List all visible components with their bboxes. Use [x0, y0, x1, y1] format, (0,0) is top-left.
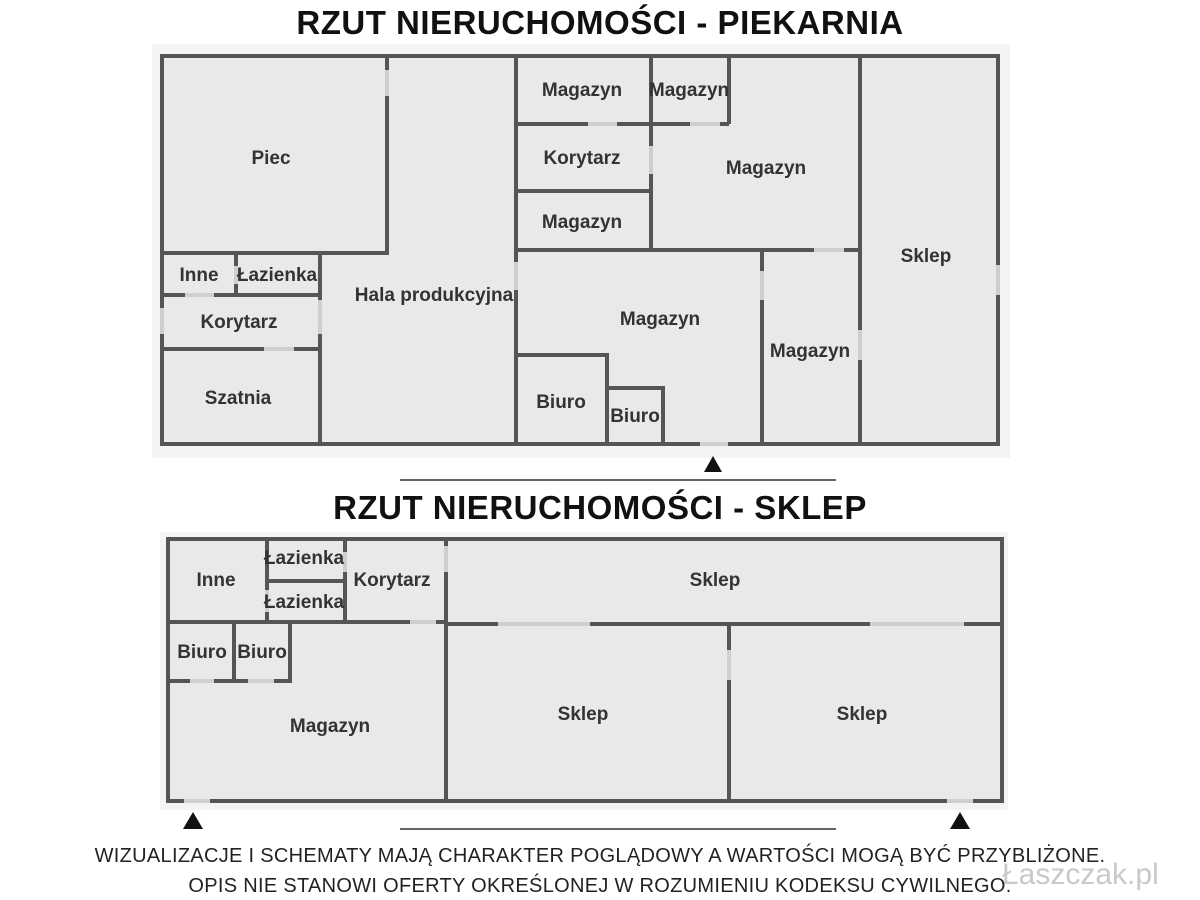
room-label: Magazyn	[620, 309, 700, 330]
room-label: Biuro	[237, 642, 287, 663]
entrance-arrow-icon	[704, 456, 722, 472]
room-label: Sklep	[837, 704, 888, 725]
room-label: Sklep	[558, 704, 609, 725]
entrance-arrow-icon	[183, 812, 203, 829]
room-label: Magazyn	[649, 80, 729, 101]
floor-plan-sklep: Inne Łazienka Łazienka Korytarz Sklep Bi…	[160, 532, 1008, 810]
room-labels-piekarnia: Piec Hala produkcyjna Inne Łazienka Kory…	[179, 80, 951, 427]
room-label: Szatnia	[205, 388, 272, 409]
floor-plan-piekarnia: Piec Hala produkcyjna Inne Łazienka Kory…	[152, 44, 1010, 458]
plan-doors	[184, 546, 973, 803]
disclaimer-line-1: WIZUALIZACJE I SCHEMATY MAJĄ CHARAKTER P…	[94, 845, 1106, 867]
room-label: Biuro	[610, 406, 660, 427]
room-label: Piec	[251, 148, 291, 169]
room-label: Magazyn	[726, 158, 806, 179]
room-label: Sklep	[901, 246, 952, 267]
room-labels-sklep: Inne Łazienka Łazienka Korytarz Sklep Bi…	[177, 548, 887, 737]
room-label: Łazienka	[237, 265, 318, 286]
room-label: Inne	[196, 570, 235, 591]
room-label: Magazyn	[542, 80, 622, 101]
plan-title-piekarnia: RZUT NIERUCHOMOŚCI - PIEKARNIA	[296, 4, 904, 41]
watermark-logo: Łaszczak.pl	[1002, 858, 1159, 891]
room-label: Korytarz	[200, 312, 277, 333]
room-label: Magazyn	[542, 212, 622, 233]
room-label: Sklep	[690, 570, 741, 591]
entrance-arrow-icon	[950, 812, 970, 829]
room-label: Korytarz	[543, 148, 620, 169]
room-label: Magazyn	[290, 716, 370, 737]
room-label: Biuro	[536, 392, 586, 413]
plan-title-sklep: RZUT NIERUCHOMOŚCI - SKLEP	[333, 489, 867, 526]
room-label: Łazienka	[264, 592, 345, 613]
room-label: Łazienka	[264, 548, 345, 569]
room-label: Hala produkcyjna	[355, 285, 514, 306]
disclaimer-line-2: OPIS NIE STANOWI OFERTY OKREŚLONEJ W ROZ…	[188, 875, 1012, 897]
room-label: Magazyn	[770, 341, 850, 362]
room-label: Inne	[179, 265, 218, 286]
plan-doors	[160, 70, 1000, 446]
plan-outline	[166, 537, 1004, 803]
room-label: Korytarz	[353, 570, 430, 591]
room-label: Biuro	[177, 642, 227, 663]
